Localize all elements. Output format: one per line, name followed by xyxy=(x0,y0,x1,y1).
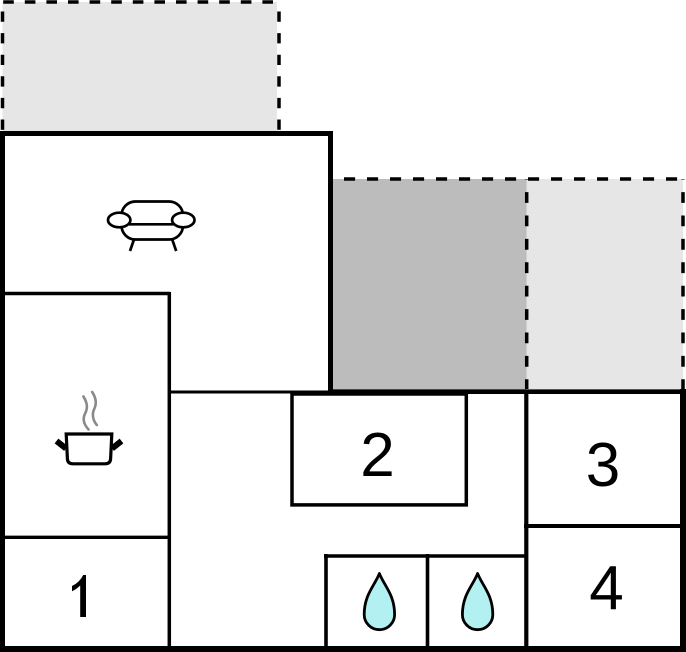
svg-text:4: 4 xyxy=(589,554,623,623)
svg-text:3: 3 xyxy=(586,431,620,500)
svg-text:2: 2 xyxy=(360,421,394,490)
